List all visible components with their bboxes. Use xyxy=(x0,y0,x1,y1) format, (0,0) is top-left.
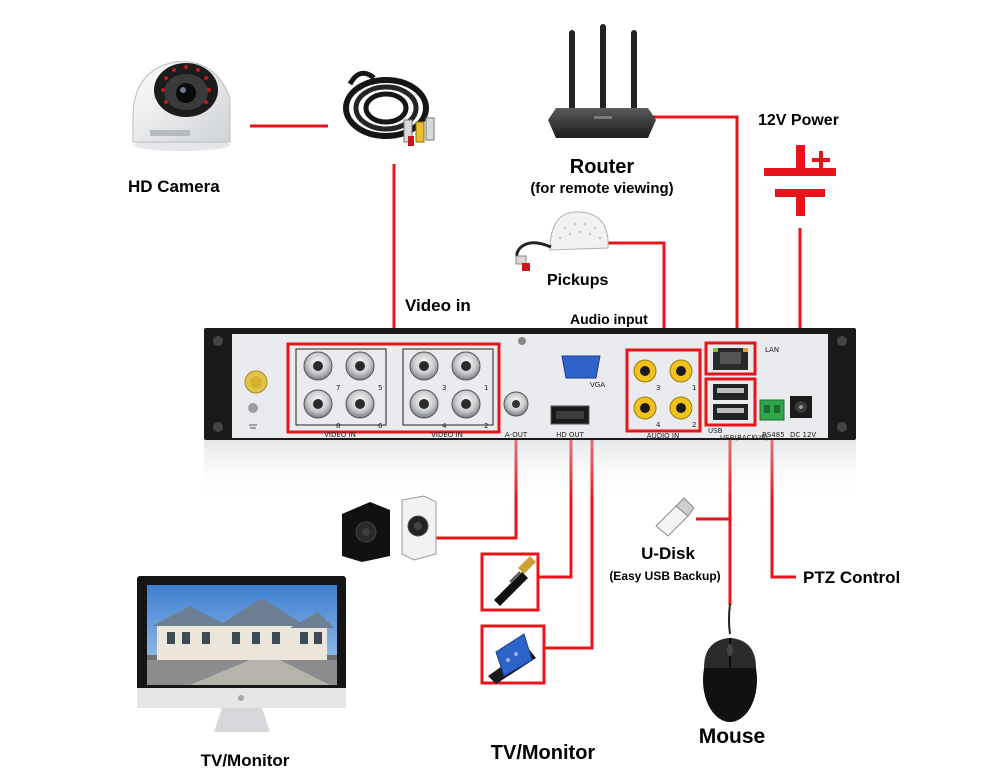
bnc-port[interactable] xyxy=(303,389,333,419)
router-label: Router xyxy=(570,156,635,178)
audio-channel-number: 3 xyxy=(656,384,660,392)
audio-input-label: Audio input xyxy=(570,311,648,327)
ground-screw xyxy=(248,403,258,429)
tv-monitor-center-label: TV/Monitor xyxy=(491,742,596,764)
bnc-ports: 7 5 8 6 3 1 4 2 xyxy=(303,351,488,430)
rca-port[interactable] xyxy=(633,396,657,420)
vga-plug-icon xyxy=(488,633,536,684)
audio-channel-number: 1 xyxy=(692,384,696,392)
audio-channel-number: 2 xyxy=(692,421,696,429)
bnc-channel-number: 2 xyxy=(484,422,488,430)
power-symbol-icon xyxy=(764,145,836,216)
bnc-channel-number: 7 xyxy=(336,384,340,392)
router-icon xyxy=(548,24,656,138)
rca-port[interactable] xyxy=(669,396,693,420)
dome-camera-icon xyxy=(132,61,231,151)
dvr-rear-panel: 7 5 8 6 3 1 4 2 VIDEO IN VIDEO IN A-OUT VGA HD … xyxy=(204,328,856,500)
bnc-channel-number: 6 xyxy=(378,422,383,430)
bnc-port[interactable] xyxy=(451,389,481,419)
rca-ports: 3 1 4 2 xyxy=(633,359,696,429)
usb-right-label: USB(BACKUP) xyxy=(720,434,768,442)
vga-plug-box xyxy=(480,624,546,685)
usb-drive-icon xyxy=(655,497,695,537)
bnc-channel-number: 5 xyxy=(378,384,382,392)
video-in-label: Video in xyxy=(405,296,471,315)
audio-channel-number: 4 xyxy=(656,421,661,429)
hd-camera-label: HD Camera xyxy=(128,177,220,196)
u-disk-label: U-Disk xyxy=(641,544,695,563)
lan-label: LAN xyxy=(765,346,779,354)
rca-port[interactable] xyxy=(669,359,693,383)
bnc-port[interactable] xyxy=(345,389,375,419)
usb-ports[interactable] xyxy=(713,384,748,420)
video-in-right-label: VIDEO IN xyxy=(431,431,463,439)
bnc-port[interactable] xyxy=(451,351,481,381)
bnc-channel-number: 8 xyxy=(336,422,340,430)
vga-port[interactable] xyxy=(561,355,601,379)
panel-reflection xyxy=(204,440,856,500)
a-out-port[interactable] xyxy=(503,391,529,417)
house-image xyxy=(147,598,337,685)
hdmi-plug-icon xyxy=(494,556,536,606)
hdmi-port[interactable] xyxy=(550,405,590,425)
lan-box xyxy=(704,341,757,376)
dc-12v-label: DC 12V xyxy=(790,431,816,439)
bnc-port[interactable] xyxy=(345,351,375,381)
bnc-port[interactable] xyxy=(303,351,333,381)
router-note: (for remote viewing) xyxy=(530,180,673,197)
vga-port-label: VGA xyxy=(590,381,605,389)
bnc-channel-number: 3 xyxy=(442,384,446,392)
video-in-left-label: VIDEO IN xyxy=(324,431,356,439)
power-label: 12V Power xyxy=(758,112,839,129)
u-disk-note: (Easy USB Backup) xyxy=(609,569,720,583)
hd-out-label: HD OUT xyxy=(556,431,585,439)
mouse-icon xyxy=(703,603,757,722)
usb-left-label: USB xyxy=(708,427,723,435)
pickup-audio-wire xyxy=(596,241,666,350)
audio-in-label: AUDIO IN xyxy=(647,432,679,440)
ptz-control-label: PTZ Control xyxy=(803,568,900,587)
sticker-badge xyxy=(244,370,268,394)
rs485-terminal[interactable] xyxy=(759,399,785,421)
video-in-box xyxy=(286,342,501,434)
bnc-channel-number: 1 xyxy=(484,384,488,392)
speakers-icon xyxy=(342,495,437,562)
dc-power-jack[interactable] xyxy=(790,396,812,418)
bnc-port[interactable] xyxy=(409,389,439,419)
monitor-icon xyxy=(137,576,346,732)
rca-port[interactable] xyxy=(633,359,657,383)
lan-port[interactable] xyxy=(713,348,748,370)
microphone-icon xyxy=(515,211,609,271)
usb-box xyxy=(704,377,757,427)
bnc-port[interactable] xyxy=(409,351,439,381)
rs485-label: RS485 xyxy=(762,431,785,439)
a-out-label: A-OUT xyxy=(505,431,528,439)
pickups-label: Pickups xyxy=(547,272,608,289)
bnc-channel-number: 4 xyxy=(442,422,447,430)
mouse-label: Mouse xyxy=(699,725,766,748)
bnc-cable-icon xyxy=(343,70,435,146)
audio-in-box xyxy=(625,348,702,433)
hdmi-plug-box xyxy=(480,552,540,612)
tv-monitor-left-label: TV/Monitor xyxy=(201,751,290,770)
router-lan-wire xyxy=(652,115,739,350)
